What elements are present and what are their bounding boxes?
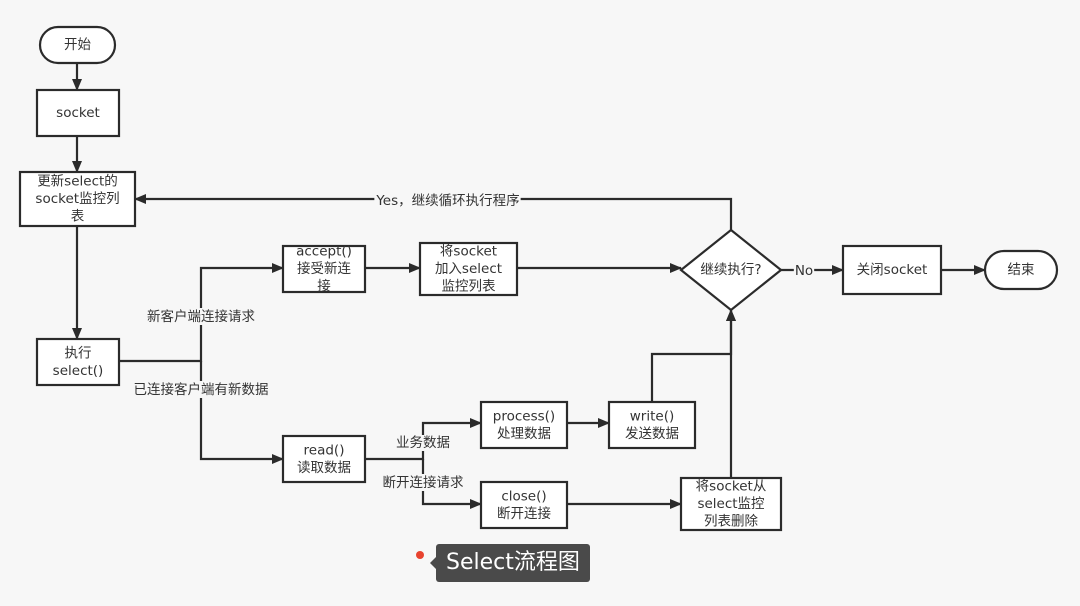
- process-shape: [607, 400, 697, 450]
- process-shape: [281, 244, 367, 294]
- node-text-line: 将socket: [440, 244, 497, 260]
- node-text-line: socket: [56, 105, 100, 121]
- edge-label-background: [793, 263, 815, 279]
- edge-label-background: [381, 474, 465, 491]
- node-text-line: 接: [317, 278, 331, 295]
- node-text-line: process(): [493, 408, 555, 424]
- node-text-line: 开始: [64, 37, 91, 53]
- node-text-line: 继续执行?: [700, 262, 761, 278]
- node-text-line: 更新select的: [37, 174, 118, 190]
- edge-label-background: [374, 193, 521, 209]
- node-text-line: socket监控列: [35, 191, 119, 207]
- edge-label-decision-to-update: Yes，继续循环执行程序: [375, 193, 519, 209]
- terminal-shape: [38, 25, 117, 65]
- edge-select-to-read: [199, 361, 284, 464]
- process-shape: [479, 480, 569, 530]
- node-text-line: 将socket从: [696, 479, 767, 495]
- node-close: close()断开连接: [479, 480, 569, 530]
- process-shape: [18, 170, 137, 228]
- node-text-line: 列表删除: [704, 514, 758, 530]
- node-text-line: 接受新连: [297, 260, 351, 277]
- node-text-line: 断开连接: [497, 505, 551, 522]
- process-shape: [841, 244, 943, 296]
- node-text-line: accept(): [296, 244, 352, 260]
- process-shape: [35, 337, 121, 387]
- node-text-line: 加入select: [435, 261, 502, 277]
- node-text-line: 处理数据: [497, 426, 551, 442]
- node-text-line: 关闭socket: [857, 262, 928, 278]
- edge-label-background: [146, 308, 257, 325]
- edge-label-select-to-accept: 新客户端连接请求: [147, 308, 255, 325]
- node-text-line: select监控: [697, 496, 765, 512]
- edge-label-select-to-read: 已连接客户端有新数据: [134, 381, 269, 398]
- node-end: 结束: [983, 249, 1059, 291]
- edge-label-background: [395, 435, 451, 451]
- node-close-socket: 关闭socket: [841, 244, 943, 296]
- node-start: 开始: [38, 25, 117, 65]
- node-read: read() 读取数据: [281, 434, 367, 484]
- process-shape: [35, 88, 121, 138]
- caption-label: Select流程图: [430, 544, 590, 582]
- node-text-line: 执行: [65, 345, 92, 361]
- node-process: process() 处理数据: [479, 400, 569, 450]
- edge-label-decision-to-close_socket: No: [795, 263, 813, 279]
- decision-shape: [679, 228, 783, 312]
- node-text-line: close(): [501, 488, 546, 504]
- node-decision: 继续执行?: [679, 228, 783, 312]
- process-shape: [479, 400, 569, 450]
- node-text-line: read(): [304, 442, 345, 458]
- node-text-line: write(): [630, 408, 674, 424]
- node-text-line: select(): [53, 363, 104, 379]
- node-text-line: 监控列表: [442, 279, 496, 295]
- node-select: 执行 select(): [35, 337, 121, 387]
- edge-label-background: [132, 381, 270, 398]
- node-write: write() 发送数据: [607, 400, 697, 450]
- edge-label-read-to-process: 业务数据: [396, 435, 450, 451]
- terminal-shape: [983, 249, 1059, 291]
- caption-marker-dot: [416, 551, 424, 559]
- process-shape: [679, 476, 783, 532]
- node-socket: socket: [35, 88, 121, 138]
- edge-label-read-to-close: 断开连接请求: [383, 474, 464, 491]
- edge-write-to-decision: [650, 309, 736, 402]
- node-text-line: 发送数据: [625, 426, 679, 442]
- process-shape: [281, 434, 367, 484]
- node-text-line: 结束: [1008, 262, 1036, 278]
- edge-decision-to-update: [134, 194, 733, 230]
- process-shape: [418, 241, 519, 297]
- node-text-line: 表: [71, 209, 85, 225]
- node-text-line: 读取数据: [297, 460, 351, 476]
